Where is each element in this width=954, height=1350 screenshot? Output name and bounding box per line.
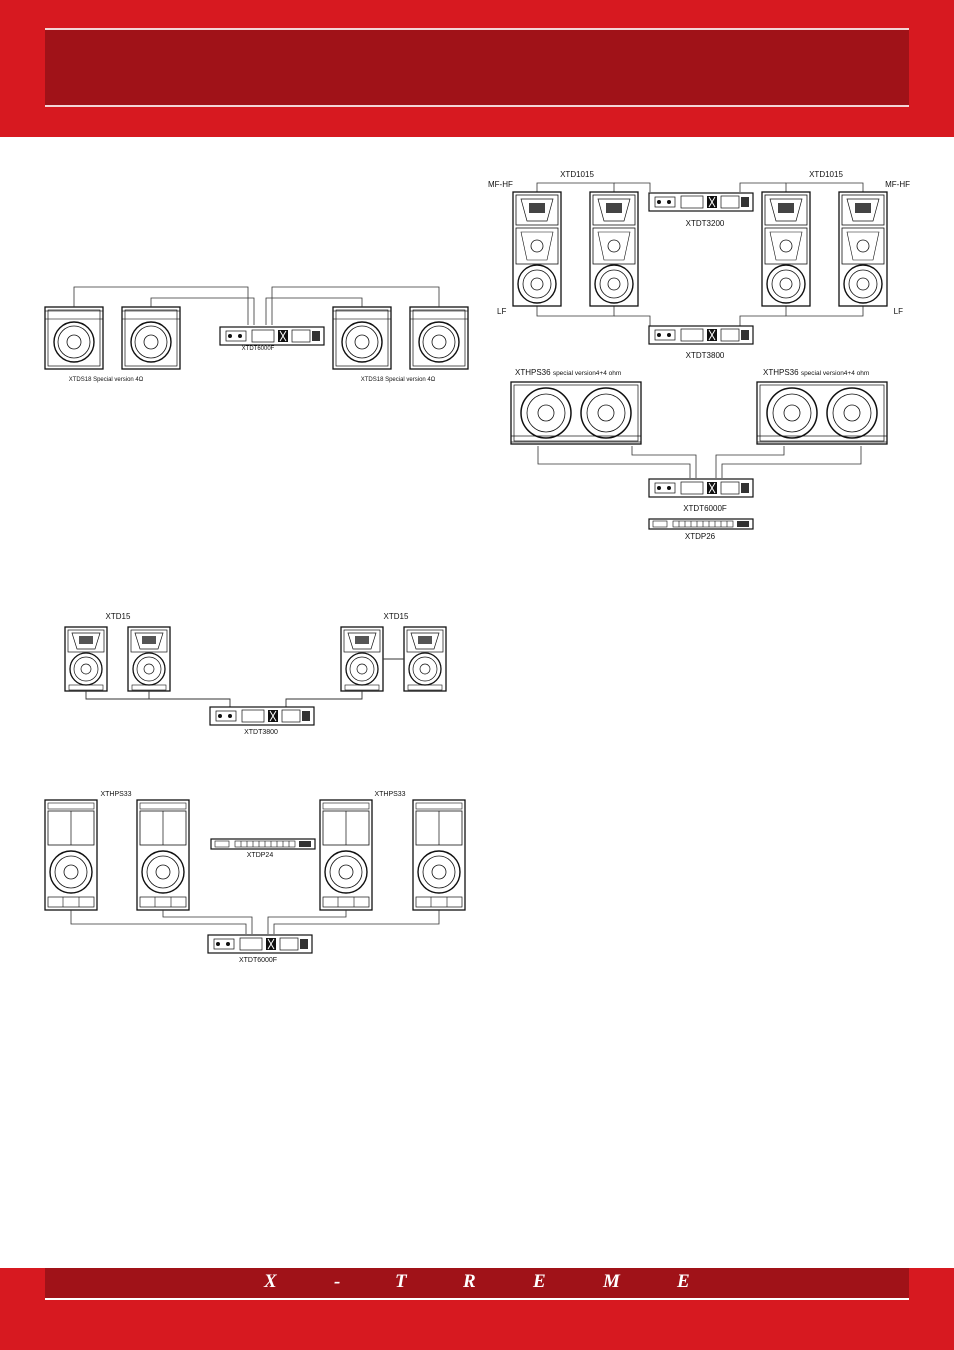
brand-letter: X [264, 1271, 277, 1292]
subwoofer-model: XTHPS36 [763, 368, 799, 377]
diagram-xtd1015-system: XTD1015 XTD1015 MF-HF MF-HF LF LF XTDT32… [488, 170, 910, 541]
brand-letter: E [677, 1271, 690, 1292]
subwoofer-note: special version4+4 ohm [553, 370, 621, 377]
speaker-label: XTHPS33 [100, 791, 131, 798]
diagram-subwoofer-system: XTDT6000F XTDS18 Special version 4Ω XTDS… [44, 286, 469, 383]
amplifier-label: XTDT6000F [683, 504, 727, 513]
amplifier-label: XTDT3800 [686, 351, 725, 360]
speaker-label: XTD1015 [809, 170, 843, 179]
mf-hf-label: MF-HF [885, 180, 910, 189]
brand-letter: - [334, 1271, 341, 1292]
amplifier-label: XTDT3200 [686, 219, 725, 228]
lf-label: LF [894, 307, 903, 316]
speaker-label: XTHPS33 [374, 791, 405, 798]
brand-letter: E [533, 1271, 546, 1292]
amplifier-label: XTDT6000F [242, 346, 275, 352]
processor-label: XTDP24 [247, 852, 274, 859]
subwoofer-model: XTHPS36 [515, 368, 551, 377]
brand-letter: M [603, 1271, 620, 1292]
speaker-label: XTD15 [384, 612, 409, 621]
subwoofer-label: XTHPS36 special version4+4 ohm [515, 368, 621, 377]
processor-label: XTDP26 [685, 532, 716, 541]
amplifier-label: XTDT6000F [239, 957, 277, 964]
speaker-label: XTD15 [106, 612, 131, 621]
footer-panel [45, 1300, 909, 1350]
brand-letter: T [395, 1271, 407, 1292]
speaker-label: XTD1015 [560, 170, 594, 179]
brand-letter: R [463, 1271, 476, 1292]
subwoofer-label: XTHPS36 special version4+4 ohm [763, 368, 869, 377]
lf-label: LF [497, 307, 506, 316]
subwoofer-label: XTDS18 Special version 4Ω [69, 377, 144, 383]
diagram-xtd15-system: XTD15 XTD15 XTDT3800 [64, 612, 447, 736]
diagram-xthps33-system: XTHPS33 XTHPS33 XTDP24 XTDT6000F [44, 791, 466, 964]
footer-brand-strip [45, 1268, 909, 1300]
subwoofer-label: XTDS18 Special version 4Ω [361, 377, 436, 383]
mf-hf-label: MF-HF [488, 180, 513, 189]
subwoofer-note: special version4+4 ohm [801, 370, 869, 377]
amplifier-label: XTDT3800 [244, 729, 278, 736]
header-panel [45, 28, 909, 107]
